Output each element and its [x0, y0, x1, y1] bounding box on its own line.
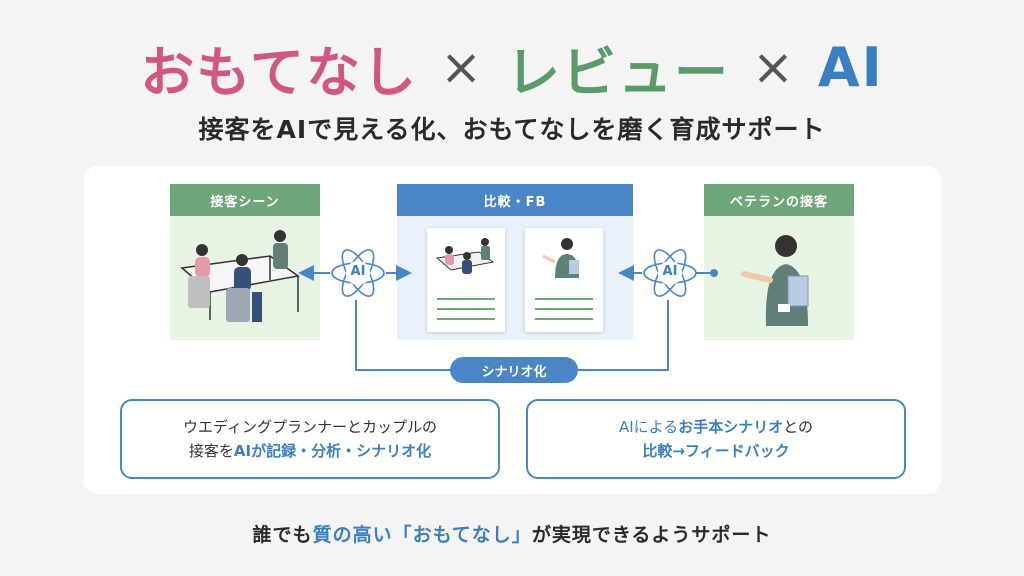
presenter-thumbnail [542, 238, 579, 278]
scenario-pill: シナリオ化 [450, 357, 578, 383]
desc-right-line1-b: お手本シナリオ [678, 418, 784, 436]
footer-b: 質の高い「おもてなし」 [312, 524, 532, 546]
headline-omotenashi: おもてなし [140, 40, 419, 104]
desc-right-line2: 比較→フィードバック [642, 442, 790, 460]
headline-review: レビュー [505, 40, 730, 104]
headline-ai: AI [817, 35, 884, 99]
document-line [437, 298, 495, 300]
desc-left-line1: ウエディングプランナーとカップルの [183, 418, 437, 436]
document-line [535, 308, 593, 310]
presenter-illustration [741, 235, 809, 326]
footer-a: 誰でも [252, 524, 313, 546]
desc-left-line2-a: 接客を [188, 442, 234, 460]
ai-label-left: AI [350, 264, 366, 279]
headline-times-2: × [751, 38, 796, 96]
desc-left-line2-b: AIが記録・分析・シナリオ化 [233, 442, 432, 460]
atom-ai-icon [331, 249, 385, 297]
footer-tagline: 誰でも質の高い「おもてなし」が実現できるようサポート [0, 520, 1024, 547]
subtitle: 接客をAIで見える化、おもてなしを磨く育成サポート [198, 115, 826, 144]
headline-times-1: × [440, 38, 484, 96]
document-veteran [525, 228, 603, 332]
document-scene [427, 228, 505, 332]
document-line [535, 318, 593, 320]
card-header-compare-fb: 比較・FB [397, 184, 633, 216]
meeting-thumbnail [435, 238, 495, 274]
card-body-customer-scene [170, 216, 320, 340]
card-header-customer-scene: 接客シーン [170, 184, 320, 216]
document-line [437, 318, 495, 320]
document-line [535, 298, 593, 300]
card-body-compare-fb [397, 216, 633, 340]
desc-right-line1-a: AIによる [618, 418, 679, 436]
atom-ai-icon [643, 249, 697, 297]
desc-right-line1: AIによるお手本シナリオとの [619, 415, 813, 439]
desc-right-line1-c: との [783, 418, 814, 436]
card-header-veteran: ベテランの接客 [704, 184, 854, 216]
card-body-veteran [704, 216, 854, 340]
headline: おもてなし × レビュー × AI [0, 30, 1024, 104]
desc-box-left: ウエディングプランナーとカップルの 接客をAIが記録・分析・シナリオ化 [120, 399, 500, 479]
footer-c: が実現できるようサポート [531, 524, 772, 546]
desc-box-right: AIによるお手本シナリオとの 比較→フィードバック [526, 399, 906, 479]
desc-left-line2: 接客をAIが記録・分析・シナリオ化 [189, 439, 431, 463]
document-line [437, 308, 495, 310]
ai-label-right: AI [662, 264, 678, 279]
